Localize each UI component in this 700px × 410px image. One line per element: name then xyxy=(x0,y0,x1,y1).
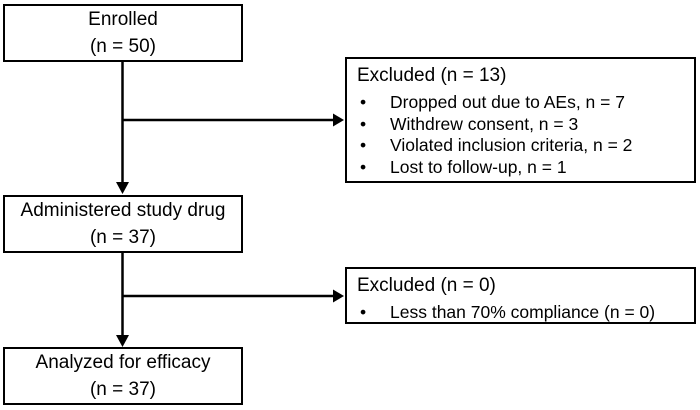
analyzed-count: (n = 37) xyxy=(89,379,156,400)
administered-label: Administered study drug xyxy=(20,200,226,221)
excluded-1-bullet: Withdrew consent, n = 3 xyxy=(357,114,686,136)
excluded-2-bullet: Less than 70% compliance (n = 0) xyxy=(357,302,686,324)
arrowhead-enrolled-to-administered xyxy=(116,182,129,194)
excluded-1-bullet: Dropped out due to AEs, n = 7 xyxy=(357,92,686,114)
excluded-2-box: Excluded (n = 0) Less than 70% complianc… xyxy=(345,267,696,324)
excluded-1-bullet: Lost to follow-up, n = 1 xyxy=(357,157,686,179)
analyzed-label: Analyzed for efficacy xyxy=(35,352,211,373)
excluded-1-box: Excluded (n = 13) Dropped out due to AEs… xyxy=(345,57,696,183)
arrowhead-administered-to-analyzed xyxy=(116,335,129,347)
excluded-1-title: Excluded (n = 13) xyxy=(357,65,507,86)
excluded-2-title: Excluded (n = 0) xyxy=(357,275,496,296)
administered-count: (n = 37) xyxy=(89,227,156,248)
excluded-1-bullet-list: Dropped out due to AEs, n = 7 Withdrew c… xyxy=(357,92,686,178)
excluded-2-bullet-list: Less than 70% compliance (n = 0) xyxy=(357,302,686,324)
arrowhead-branch-to-excluded-2 xyxy=(333,289,344,303)
enrolled-label: Enrolled xyxy=(88,9,158,30)
enrolled-box: Enrolled (n = 50) xyxy=(3,4,243,62)
administered-box: Administered study drug (n = 37) xyxy=(3,195,243,253)
enrolled-count: (n = 50) xyxy=(89,36,156,57)
excluded-1-bullet: Violated inclusion criteria, n = 2 xyxy=(357,135,686,157)
analyzed-box: Analyzed for efficacy (n = 37) xyxy=(3,347,243,405)
arrowhead-branch-to-excluded-1 xyxy=(333,113,344,127)
